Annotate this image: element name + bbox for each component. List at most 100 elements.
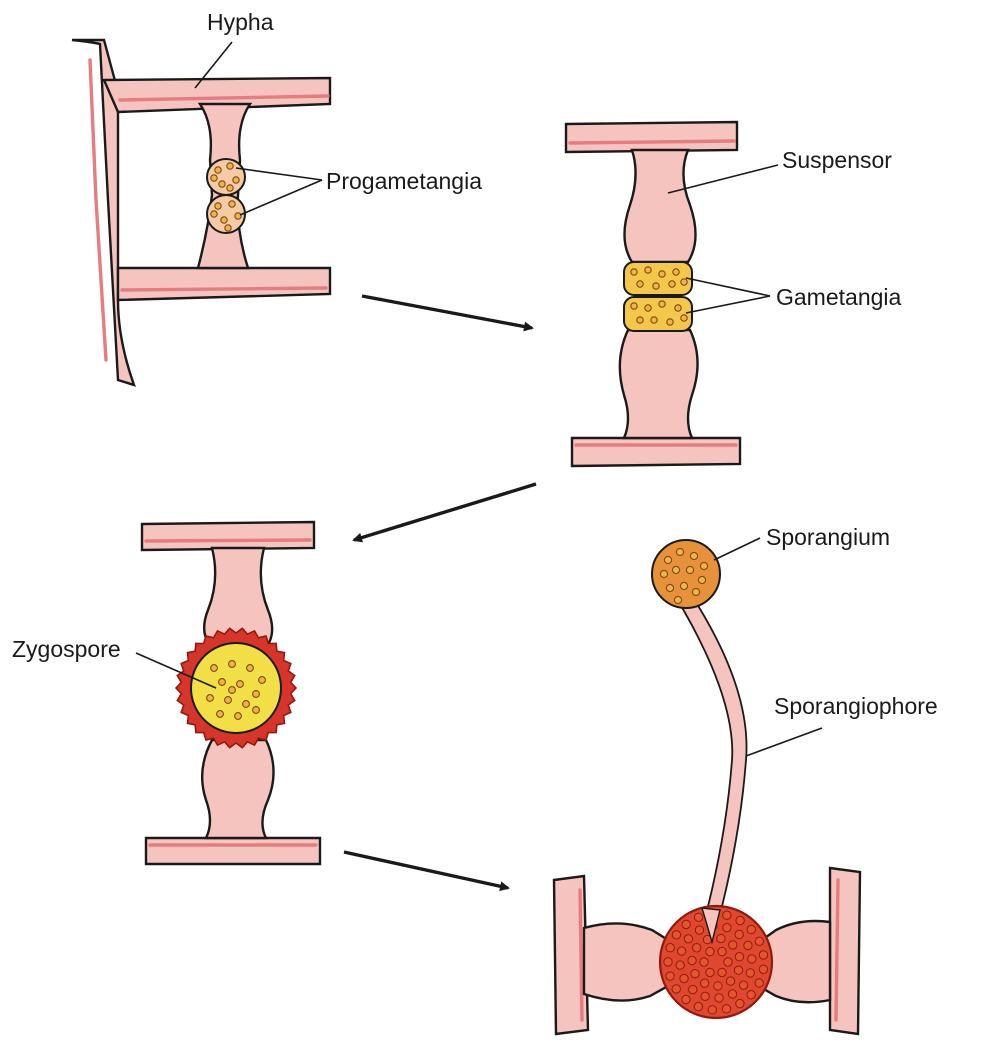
progametangia-nucleus-dot xyxy=(227,163,233,169)
germinated-zygospore-dot xyxy=(744,941,752,949)
arrow-stage3-to-stage4 xyxy=(344,852,508,888)
germinated-zygospore-dot xyxy=(695,926,703,934)
gametangia-nucleus-dot xyxy=(681,279,687,285)
progametangia-nucleus-dot xyxy=(215,167,221,173)
germinated-zygospore-dot xyxy=(717,934,725,942)
sporangium-spore-dot xyxy=(672,566,679,573)
gametangia-nucleus-dot xyxy=(659,301,665,307)
zygospore-core xyxy=(191,643,281,733)
gametangia-nucleus-dot xyxy=(673,269,679,275)
zygospore-nucleus-dot xyxy=(253,707,260,714)
germinated-zygospore-dot xyxy=(736,916,744,924)
germinated-zygospore-dot xyxy=(672,985,680,993)
sporangium-spore-dot xyxy=(690,552,697,559)
gametangium-lower xyxy=(624,297,692,331)
germinated-zygospore-dot xyxy=(688,956,696,964)
stage-1-hyphae xyxy=(72,40,330,385)
zygospore-nucleus-dot xyxy=(219,679,226,686)
sporangium-spore-dot xyxy=(700,562,707,569)
germinated-zygospore-dot xyxy=(715,994,723,1002)
germinated-zygospore-dot xyxy=(706,968,714,976)
germinated-zygospore-dot xyxy=(748,955,756,963)
gametangia-nucleus-dot xyxy=(669,281,675,287)
germinated-zygospore-dot xyxy=(708,1006,716,1014)
sporangium-spore-dot xyxy=(698,576,705,583)
sporangiophore-stalk xyxy=(680,596,747,930)
stage-2-gametangia xyxy=(566,122,740,466)
zygospore-nucleus-dot xyxy=(243,701,250,708)
germinated-zygospore-dot xyxy=(706,947,714,955)
label-suspensor: Suspensor xyxy=(782,147,892,173)
label-progametangia: Progametangia xyxy=(326,168,482,194)
sporangium-spore-dot xyxy=(666,584,673,591)
zygospore-nucleus-dot xyxy=(211,665,218,672)
gametangia-nucleus-dot xyxy=(659,271,665,277)
gametangia-nucleus-dot xyxy=(631,269,637,275)
label-sporangium: Sporangium xyxy=(766,524,890,550)
gametangia-nucleus-dot xyxy=(631,303,637,309)
germinated-zygospore-dot xyxy=(677,947,685,955)
gametangia-nucleus-dot xyxy=(675,305,681,311)
gametangia-nucleus-dot xyxy=(667,319,673,325)
germinated-zygospore-dot xyxy=(672,931,680,939)
germinated-zygospore-dot xyxy=(694,1002,702,1010)
zygospore-nucleus-dot xyxy=(259,677,266,684)
sporangium-spore-dot xyxy=(664,556,671,563)
germinated-zygospore-dot xyxy=(755,979,763,987)
label-zygospore: Zygospore xyxy=(12,636,121,662)
gametangia-nucleus-dot xyxy=(645,305,651,311)
germinated-zygospore-dot xyxy=(664,958,672,966)
label-hypha: Hypha xyxy=(207,9,274,35)
germinated-zygospore-dot xyxy=(739,981,747,989)
germinated-zygospore-dot xyxy=(666,972,674,980)
germinated-zygospore-dot xyxy=(759,965,767,973)
germinated-zygospore-dot xyxy=(666,944,674,952)
stage-3-zygospore xyxy=(142,522,320,864)
zygospore-nucleus-dot xyxy=(225,697,232,704)
gametangium-upper xyxy=(624,262,692,295)
germinated-zygospore-dot xyxy=(735,930,743,938)
germinated-zygospore-dot xyxy=(700,979,708,987)
label-gametangia: Gametangia xyxy=(776,284,902,310)
progametangia-nucleus-dot xyxy=(227,185,233,191)
germinated-zygospore-dot xyxy=(723,923,731,931)
germinated-zygospore-dot xyxy=(691,969,699,977)
zygospore-nucleus-dot xyxy=(237,681,244,688)
gametangia-nucleus-dot xyxy=(637,281,643,287)
germinated-zygospore-dot xyxy=(747,925,755,933)
progametangia-nucleus-dot xyxy=(225,225,231,231)
germinated-zygospore-dot xyxy=(701,992,709,1000)
germinated-zygospore-dot xyxy=(728,990,736,998)
zygospore-nucleus-dot xyxy=(247,665,254,672)
germinated-zygospore-dot xyxy=(736,999,744,1007)
zygospore-nucleus-dot xyxy=(235,713,242,720)
sporangium-spore-dot xyxy=(680,582,687,589)
germinated-zygospore-dot xyxy=(735,953,743,961)
label-sporangiophore: Sporangiophore xyxy=(774,693,938,719)
germinated-zygospore-dot xyxy=(729,941,737,949)
germinated-zygospore-dot xyxy=(759,951,767,959)
germinated-zygospore-dot xyxy=(682,995,690,1003)
gametangia-nucleus-dot xyxy=(645,267,651,273)
germinated-zygospore-dot xyxy=(718,968,726,976)
progametangia-nucleus-dot xyxy=(215,203,221,209)
stage-4-germination xyxy=(554,540,860,1034)
germinated-zygospore-dot xyxy=(718,947,726,955)
germinated-zygospore-dot xyxy=(734,966,742,974)
germinated-zygospore-dot xyxy=(747,991,755,999)
progametangia-nucleus-dot xyxy=(211,175,217,181)
progametangia-nucleus-dot xyxy=(233,177,239,183)
germinated-zygospore-dot xyxy=(692,944,700,952)
germinated-zygospore-dot xyxy=(714,982,722,990)
zygospore-nucleus-dot xyxy=(229,661,236,668)
sporangium-spore-dot xyxy=(674,596,681,603)
arrow-stage1-to-stage2 xyxy=(362,296,532,328)
zygospore-nucleus-dot xyxy=(253,691,260,698)
germinated-zygospore-dot xyxy=(726,977,734,985)
gametangia-nucleus-dot xyxy=(637,317,643,323)
gametangia-nucleus-dot xyxy=(651,317,657,323)
germinated-zygospore-dot xyxy=(682,920,690,928)
germinated-zygospore-dot xyxy=(676,961,684,969)
progametangia-nucleus-dot xyxy=(229,201,235,207)
